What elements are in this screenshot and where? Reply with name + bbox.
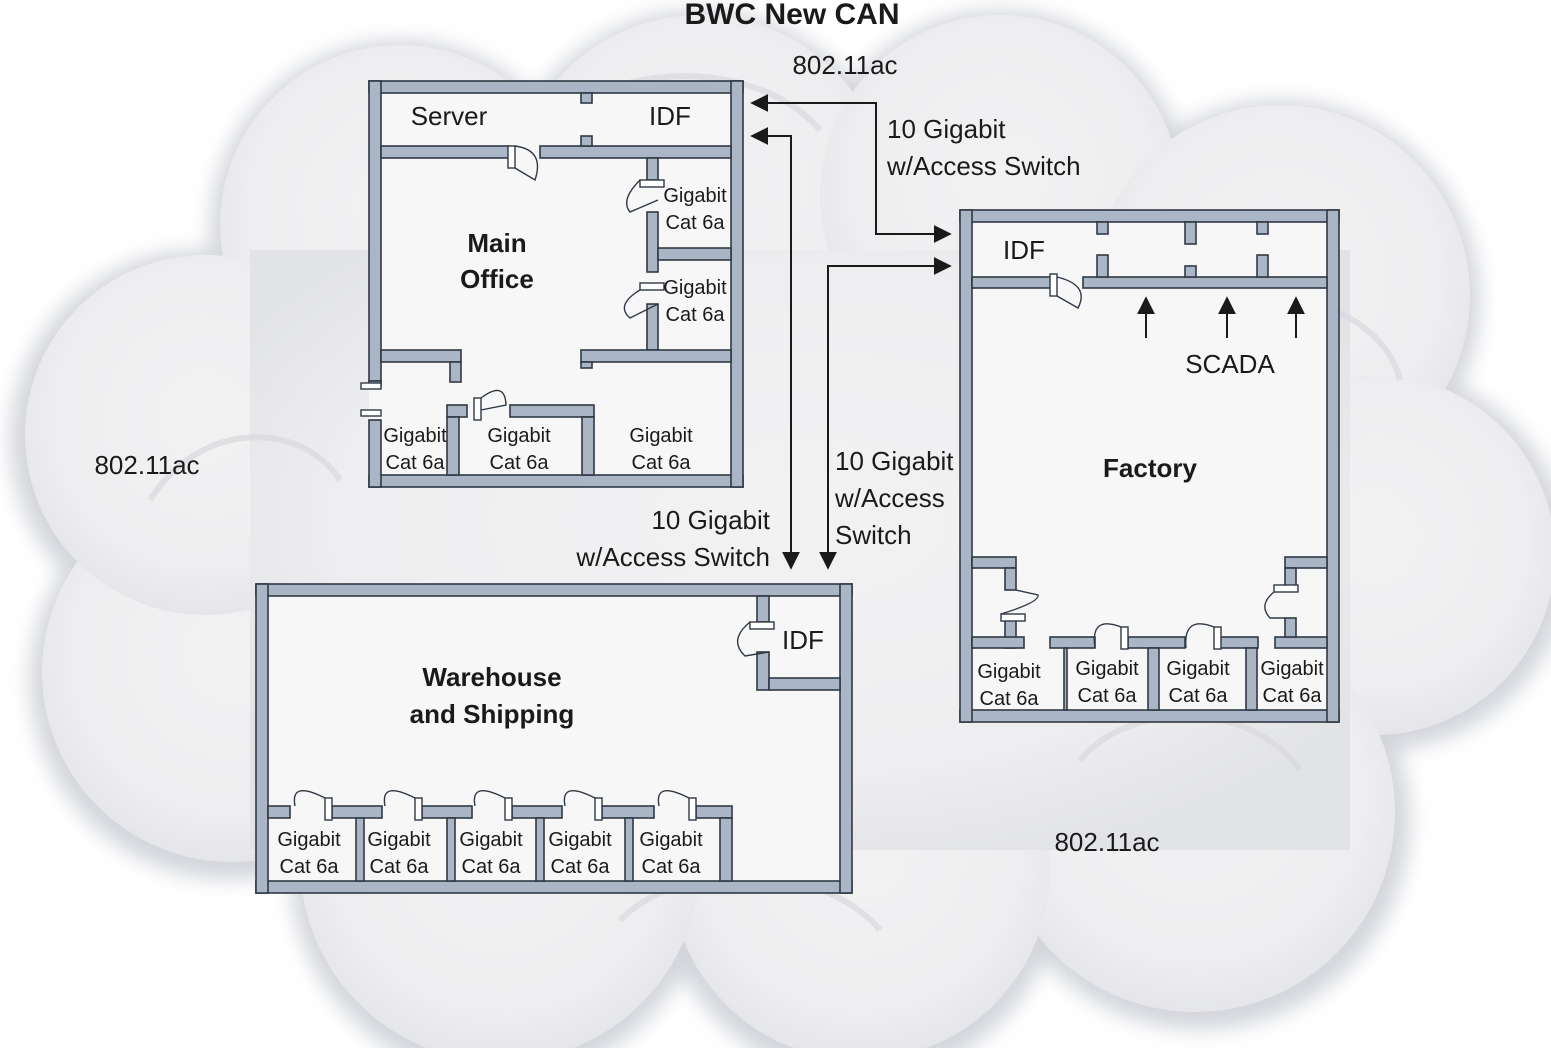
wireless-label-top: 802.11ac: [792, 50, 897, 80]
link-main-warehouse: [750, 127, 800, 570]
room-label-line2: Cat 6a: [632, 452, 692, 474]
room-label-line2: Cat 6a: [490, 452, 550, 474]
link-factory-warehouse-line2: w/Access: [834, 483, 945, 513]
room-label-line1: Gigabit: [548, 829, 612, 851]
factory-room-2: Gigabit Cat 6a: [1075, 658, 1139, 707]
room-label-line2: Cat 6a: [1169, 685, 1229, 707]
room-label-line1: Gigabit: [383, 425, 447, 447]
server-room-label: Server: [411, 101, 488, 131]
factory-room-3: Gigabit Cat 6a: [1166, 658, 1230, 707]
main-office-name-line2: Office: [460, 264, 534, 294]
room-label-line2: Cat 6a: [666, 304, 726, 326]
warehouse-name-line2: and Shipping: [410, 699, 575, 729]
room-label-line2: Cat 6a: [386, 452, 446, 474]
room-label-line2: Cat 6a: [642, 856, 702, 878]
room-label-line2: Cat 6a: [980, 688, 1040, 710]
wireless-label-bottom: 802.11ac: [1054, 827, 1159, 857]
factory-building: [959, 209, 1340, 723]
main-office-idf-label: IDF: [649, 101, 691, 131]
room-label-line1: Gigabit: [277, 829, 341, 851]
link-main-factory: [750, 94, 952, 243]
link-main-factory-line2: w/Access Switch: [886, 151, 1081, 181]
warehouse-room-5: Gigabit Cat 6a: [639, 829, 703, 878]
link-factory-warehouse-line1: 10 Gigabit: [835, 446, 954, 476]
main-office-room-5: Gigabit Cat 6a: [629, 425, 693, 474]
link-main-warehouse-line2: w/Access Switch: [575, 542, 770, 572]
link-main-factory-line1: 10 Gigabit: [887, 114, 1006, 144]
warehouse-idf-label: IDF: [782, 625, 824, 655]
warehouse-room-4: Gigabit Cat 6a: [548, 829, 612, 878]
link-factory-warehouse: [819, 257, 952, 570]
link-main-warehouse-line1: 10 Gigabit: [651, 505, 770, 535]
factory-room-1: Gigabit Cat 6a: [977, 661, 1041, 710]
room-label-line1: Gigabit: [977, 661, 1041, 683]
main-office-room-2: Gigabit Cat 6a: [663, 277, 727, 326]
room-label-line1: Gigabit: [487, 425, 551, 447]
room-label-line1: Gigabit: [1075, 658, 1139, 680]
main-office-room-1: Gigabit Cat 6a: [663, 185, 727, 234]
warehouse-building: [255, 583, 853, 894]
room-label-line1: Gigabit: [663, 185, 727, 207]
warehouse-room-2: Gigabit Cat 6a: [367, 829, 431, 878]
main-office-name-line1: Main: [467, 228, 526, 258]
room-label-line1: Gigabit: [629, 425, 693, 447]
room-label-line1: Gigabit: [639, 829, 703, 851]
room-label-line1: Gigabit: [1260, 658, 1324, 680]
room-label-line2: Cat 6a: [1078, 685, 1138, 707]
factory-idf-label: IDF: [1003, 235, 1045, 265]
link-factory-warehouse-line3: Switch: [835, 520, 912, 550]
factory-room-4: Gigabit Cat 6a: [1260, 658, 1324, 707]
room-label-line2: Cat 6a: [666, 212, 726, 234]
factory-name: Factory: [1103, 453, 1197, 483]
room-label-line2: Cat 6a: [1263, 685, 1323, 707]
room-label-line1: Gigabit: [459, 829, 523, 851]
room-label-line1: Gigabit: [367, 829, 431, 851]
room-label-line2: Cat 6a: [280, 856, 340, 878]
warehouse-name-line1: Warehouse: [422, 662, 561, 692]
diagram-title: BWC New CAN: [685, 0, 900, 31]
scada-label: SCADA: [1185, 349, 1275, 379]
room-label-line2: Cat 6a: [551, 856, 611, 878]
room-label-line2: Cat 6a: [462, 856, 522, 878]
main-office-room-4: Gigabit Cat 6a: [487, 425, 551, 474]
warehouse-room-1: Gigabit Cat 6a: [277, 829, 341, 878]
wireless-label-left: 802.11ac: [94, 450, 199, 480]
main-office-building: [360, 80, 744, 488]
warehouse-room-3: Gigabit Cat 6a: [459, 829, 523, 878]
room-label-line1: Gigabit: [1166, 658, 1230, 680]
main-office-room-3: Gigabit Cat 6a: [383, 425, 447, 474]
room-label-line1: Gigabit: [663, 277, 727, 299]
room-label-line2: Cat 6a: [370, 856, 430, 878]
